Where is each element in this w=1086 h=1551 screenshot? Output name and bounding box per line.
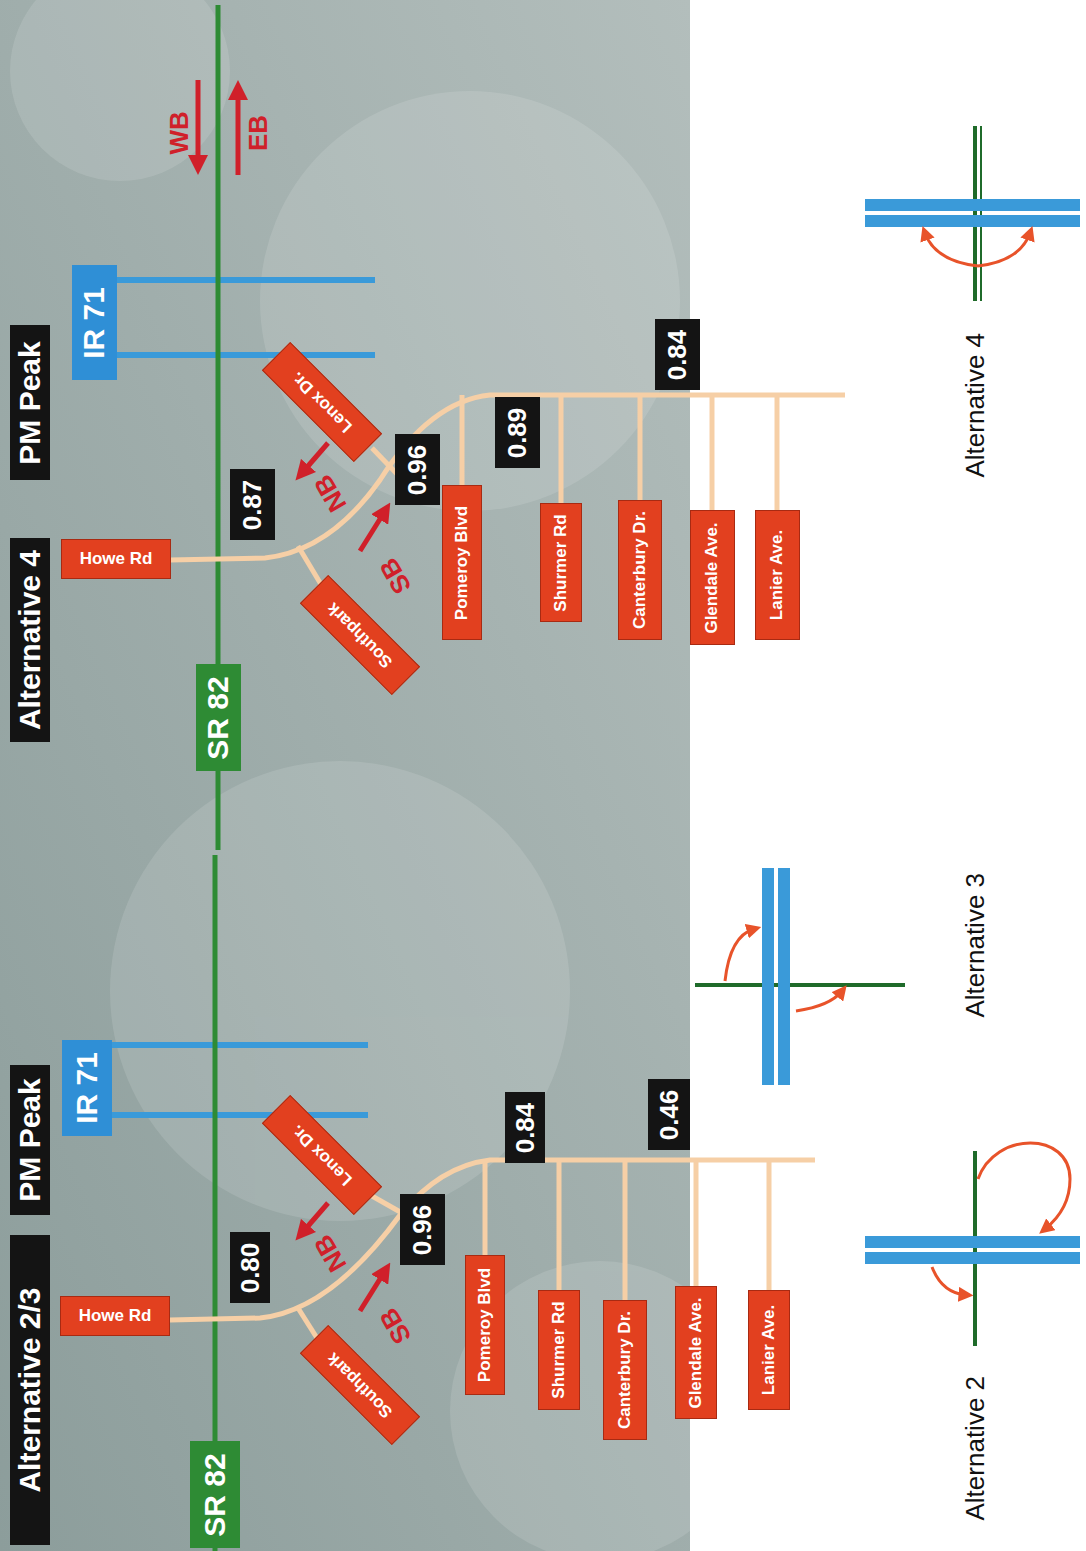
direction-label: EB: [243, 115, 274, 151]
street-label: Lanier Ave.: [748, 1290, 790, 1410]
box-text: 0.96: [402, 445, 433, 496]
route-shield: SR 82: [196, 665, 241, 772]
alternative-2-icon: [865, 1143, 1080, 1346]
alternative-caption: Alternative 3: [960, 873, 991, 1018]
volume-ratio-box: 0.96: [395, 435, 440, 506]
street-label: Howe Rd: [60, 1296, 170, 1336]
box-text: 0.89: [502, 408, 533, 459]
box-text: 0.87: [237, 480, 268, 531]
street-label: Howe Rd: [61, 539, 171, 579]
volume-ratio-box: 0.87: [230, 470, 275, 541]
box-text: Alternative 4: [13, 550, 47, 730]
header-box: PM Peak: [10, 1065, 50, 1215]
street-label: Glendale Ave.: [690, 511, 735, 646]
header-box: Alternative 2/3: [10, 1235, 50, 1545]
box-text: Howe Rd: [79, 1306, 152, 1326]
box-text: Shurmer Rd: [551, 514, 571, 611]
box-text: Canterbury Dr.: [615, 1311, 635, 1429]
direction-arrows: [198, 80, 385, 1311]
street-label: Canterbury Dr.: [618, 500, 662, 640]
freeway-shield: IR 71: [62, 1040, 112, 1136]
street-label: Pomeroy Blvd: [442, 486, 482, 641]
box-text: Howe Rd: [80, 549, 153, 569]
volume-ratio-box: 0.89: [495, 398, 540, 469]
box-text: Glendale Ave.: [686, 1297, 706, 1408]
volume-ratio-box: 0.46: [648, 1080, 690, 1151]
volume-ratio-box: 0.96: [400, 1195, 445, 1266]
box-text: Shurmer Rd: [549, 1301, 569, 1398]
box-text: 0.84: [662, 330, 693, 381]
box-text: Pomeroy Blvd: [452, 506, 472, 620]
box-text: 0.80: [235, 1243, 266, 1294]
street-label: Lanier Ave.: [755, 510, 800, 640]
box-text: Lanier Ave.: [767, 530, 787, 620]
box-text: PM Peak: [13, 1078, 47, 1201]
street-label: Glendale Ave.: [675, 1287, 717, 1420]
box-text: SR 82: [198, 1453, 232, 1536]
route-shield: SR 82: [190, 1442, 240, 1549]
alternative-caption: Alternative 2: [960, 1376, 991, 1521]
alternative-4-icon: [865, 126, 1080, 301]
box-text: Pomeroy Blvd: [475, 1268, 495, 1382]
box-text: 0.84: [510, 1103, 541, 1154]
box-text: Alternative 2/3: [13, 1287, 47, 1492]
freeway-shield: IR 71: [72, 266, 117, 381]
box-text: Canterbury Dr.: [630, 511, 650, 629]
box-text: IR 71: [77, 287, 111, 359]
box-text: SR 82: [201, 676, 235, 759]
freeway-ir71: [100, 280, 375, 1115]
volume-ratio-box: 0.84: [505, 1093, 545, 1164]
box-text: 0.46: [654, 1090, 685, 1141]
box-text: 0.96: [407, 1205, 438, 1256]
box-text: Lanier Ave.: [759, 1305, 779, 1395]
header-box: PM Peak: [10, 326, 50, 481]
local-roads: [170, 395, 845, 1346]
street-label: Canterbury Dr.: [603, 1300, 647, 1440]
street-label: Pomeroy Blvd: [465, 1255, 505, 1395]
alternative-3-icon: [695, 868, 905, 1085]
volume-ratio-box: 0.80: [230, 1233, 270, 1304]
volume-ratio-box: 0.84: [655, 320, 700, 391]
watermark-circles: [10, 0, 750, 1551]
box-text: IR 71: [70, 1052, 104, 1124]
alternative-caption: Alternative 4: [960, 333, 991, 478]
street-label: Shurmer Rd: [538, 1290, 580, 1410]
direction-label: WB: [164, 111, 195, 154]
box-text: Glendale Ave.: [702, 522, 722, 633]
header-box: Alternative 4: [10, 538, 50, 742]
street-label: Shurmer Rd: [540, 504, 582, 623]
box-text: PM Peak: [13, 341, 47, 464]
